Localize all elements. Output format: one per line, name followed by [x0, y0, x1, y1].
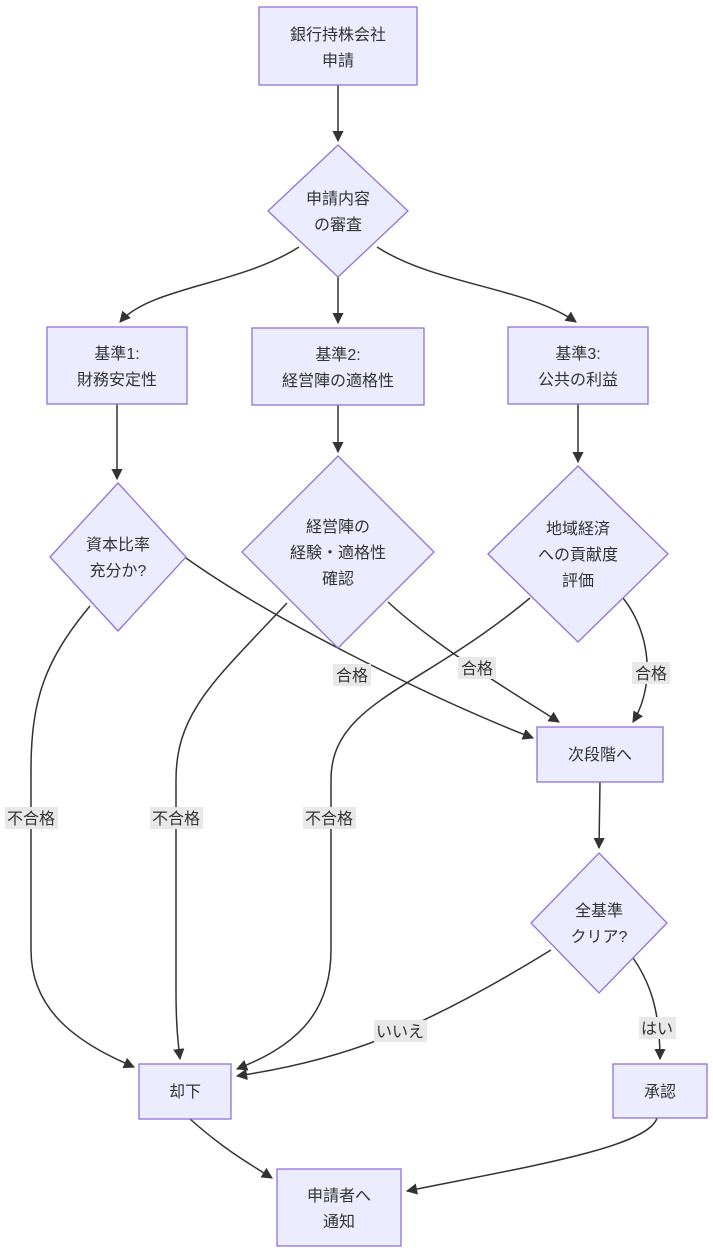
node-reject-box [138, 1063, 232, 1120]
node-capital-ratio-diamond [49, 482, 187, 632]
node-criterion1: 基準1: 財務安定性 [46, 326, 188, 405]
node-next-stage-box [536, 726, 664, 783]
edge-label-pass-3-bg [632, 662, 670, 684]
node-capital-ratio-line2: 充分か? [90, 562, 147, 580]
node-criterion3-line2: 公共の利益 [538, 371, 618, 389]
node-criterion2-box [251, 327, 425, 406]
node-management-check-line3: 確認 [322, 570, 354, 588]
edge-label-pass-1-bg [333, 664, 371, 686]
node-capital-ratio: 資本比率 充分か? [49, 482, 187, 632]
edge-capital-pass-next [185, 557, 535, 740]
node-review: 申請内容 の審査 [267, 144, 409, 278]
edge-label-no-text: いいえ [376, 1024, 424, 1041]
edge-regional-pass-next [622, 597, 648, 723]
node-criterion3: 基準3: 公共の利益 [507, 326, 649, 405]
edge-label-fail-2-text: 不合格 [152, 810, 200, 828]
node-application: 銀行持株会社 申請 [258, 6, 418, 86]
edge-label-fail-2: 不合格 [150, 807, 203, 829]
node-regional-contribution: 地域経済 への貢献度 評価 [487, 465, 669, 643]
edge-label-fail-1-bg [5, 807, 58, 829]
node-review-diamond [267, 144, 409, 278]
edge-next-allcriteria [593, 781, 605, 850]
node-criterion3-box [507, 326, 649, 405]
node-management-check-line2: 経験・適格性 [290, 544, 386, 562]
edge-allcriteria-no-reject [235, 949, 552, 1081]
node-capital-ratio-line1: 資本比率 [86, 536, 150, 554]
node-notify-line1: 申請者へ [307, 1187, 371, 1205]
node-reject: 却下 [138, 1063, 232, 1120]
edge-regional-fail-reject [235, 597, 531, 1071]
edge-label-no-bg [374, 1020, 427, 1042]
edge-label-yes-text: はい [641, 1021, 673, 1038]
edge-label-yes: はい [639, 1017, 676, 1039]
edges-layer [30, 85, 666, 1195]
edge-capital-fail-reject [30, 605, 136, 1069]
node-approve-box [612, 1063, 708, 1119]
edge-label-pass-2-bg [458, 657, 496, 679]
edge-label-no: いいえ [374, 1020, 427, 1042]
edge-label-fail-1-text: 不合格 [7, 810, 55, 828]
node-reject-line1: 却下 [169, 1083, 201, 1101]
edge-label-pass-3-text: 合格 [635, 665, 667, 683]
edge-reject-notify [189, 1118, 273, 1179]
node-approve-line1: 承認 [644, 1083, 676, 1101]
edge-label-pass-1: 合格 [333, 664, 371, 686]
edge-label-pass-2-text: 合格 [461, 660, 493, 678]
node-notify-line2: 通知 [323, 1213, 355, 1231]
edge-review-criterion1 [119, 246, 300, 323]
edge-labels-layer: 合格 合格 合格 不合格 不合格 不合格 いいえ はい [5, 657, 676, 1042]
node-application-line2: 申請 [322, 52, 354, 70]
node-review-line1: 申請内容 [306, 190, 370, 208]
node-notify: 申請者へ 通知 [276, 1168, 402, 1247]
node-regional-contribution-line2: への貢献度 [538, 546, 618, 564]
node-application-line1: 銀行持株会社 [290, 26, 386, 44]
edge-label-fail-3: 不合格 [303, 807, 356, 829]
node-regional-contribution-line3: 評価 [562, 572, 594, 590]
edge-management-fail-reject [173, 602, 288, 1061]
node-management-check-diamond [241, 455, 435, 649]
node-all-criteria-diamond [530, 852, 668, 994]
node-regional-contribution-line1: 地域経済 [546, 520, 610, 538]
node-all-criteria: 全基準 クリア? [530, 852, 668, 994]
node-criterion3-line1: 基準3: [555, 345, 600, 363]
node-management-check-line1: 経営陣の [306, 518, 370, 536]
edge-label-fail-2-bg [150, 807, 203, 829]
node-management-check: 経営陣の 経験・適格性 確認 [241, 455, 435, 649]
edge-label-yes-bg [639, 1017, 676, 1039]
edge-label-fail-3-bg [303, 807, 356, 829]
nodes-layer: 銀行持株会社 申請 申請内容 の審査 基準1: 財務安定性 基準2: 経営陣の適… [46, 6, 708, 1247]
node-next-stage-line1: 次段階へ [568, 746, 632, 764]
node-criterion1-box [46, 326, 188, 405]
node-criterion1-line1: 基準1: [94, 345, 139, 363]
edge-review-criterion3 [376, 246, 577, 323]
edge-label-fail-3-text: 不合格 [305, 810, 353, 828]
edge-label-pass-2: 合格 [458, 657, 496, 679]
edge-label-pass-1-text: 合格 [336, 667, 368, 685]
edge-approve-notify [405, 1117, 658, 1195]
node-criterion2-line1: 基準2: [315, 346, 360, 364]
node-regional-contribution-diamond [487, 465, 669, 643]
node-criterion1-line2: 財務安定性 [77, 371, 157, 389]
edge-allcriteria-yes-approve [632, 957, 666, 1061]
node-next-stage: 次段階へ [536, 726, 664, 783]
node-all-criteria-line2: クリア? [571, 928, 628, 946]
node-application-box [258, 6, 418, 86]
edge-label-pass-3: 合格 [632, 662, 670, 684]
node-review-line2: の審査 [314, 216, 362, 234]
node-criterion2-line2: 経営陣の適格性 [282, 372, 394, 390]
node-criterion2: 基準2: 経営陣の適格性 [251, 327, 425, 406]
node-all-criteria-line1: 全基準 [575, 902, 623, 920]
node-notify-box [276, 1168, 402, 1247]
edge-label-fail-1: 不合格 [5, 807, 58, 829]
node-approve: 承認 [612, 1063, 708, 1119]
